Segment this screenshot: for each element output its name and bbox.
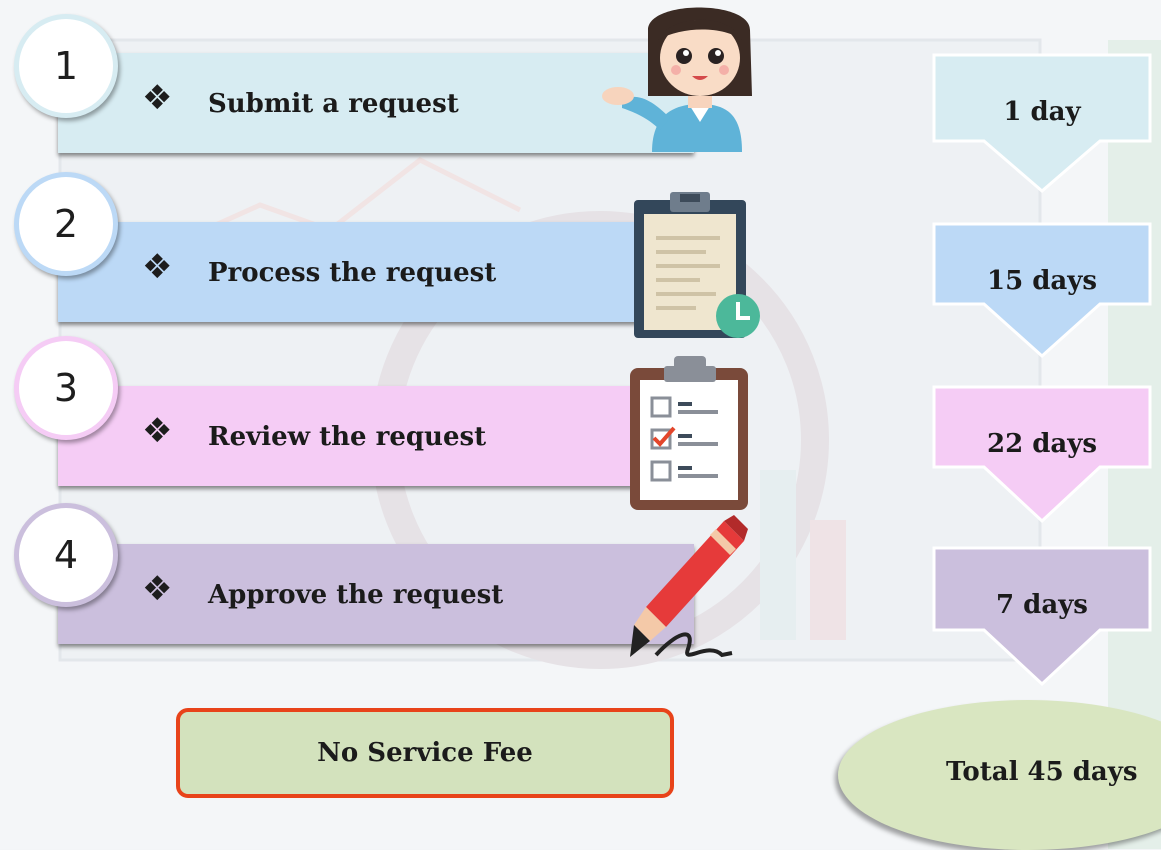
step-label-3: Review the request [208, 422, 487, 452]
duration-arrow-4: 7 days [932, 546, 1152, 766]
step-card-3: ❖ Review the request [58, 386, 694, 486]
step-card-2: ❖ Process the request [58, 222, 694, 322]
clipboard-clock-icon [634, 192, 760, 338]
checklist-clipboard-icon [630, 356, 748, 510]
step-label-1: Submit a request [208, 89, 459, 119]
bullet-icon: ❖ [142, 411, 173, 451]
step-number-2: 2 [14, 172, 118, 276]
step-number-3: 3 [14, 336, 118, 440]
step-number-4: 4 [14, 503, 118, 607]
duration-arrow-3: 22 days [932, 385, 1152, 605]
duration-2: 15 days [986, 266, 1097, 296]
step-label-4: Approve the request [208, 580, 504, 610]
bullet-icon: ❖ [142, 569, 173, 609]
step-card-1: ❖ Submit a request [58, 53, 694, 153]
total-duration-ellipse: Total 45 days [838, 700, 1161, 850]
duration-arrow-2: 15 days [932, 222, 1152, 442]
duration-1: 1 day [1003, 97, 1081, 127]
service-fee-box: No Service Fee [176, 708, 674, 798]
step-number-1: 1 [14, 14, 118, 118]
bullet-icon: ❖ [142, 247, 173, 287]
duration-arrow-1: 1 day [932, 53, 1152, 273]
step-card-4: ❖ Approve the request [58, 544, 694, 644]
pen-signature-icon [630, 515, 748, 658]
duration-4: 7 days [996, 590, 1088, 620]
woman-avatar-icon [602, 7, 752, 152]
bullet-icon: ❖ [142, 78, 173, 118]
step-label-2: Process the request [208, 258, 497, 288]
duration-3: 22 days [986, 429, 1097, 459]
total-duration-label: Total 45 days [946, 757, 1138, 787]
